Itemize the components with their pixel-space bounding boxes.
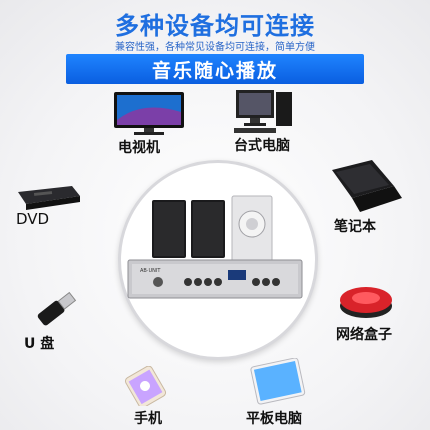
amp-brand-text: AB·UNIT — [140, 268, 161, 274]
dvd-player-icon — [18, 186, 80, 210]
phone-icon — [124, 366, 167, 406]
tv-label: 电视机 — [118, 140, 160, 156]
desktop-label: 台式电脑 — [234, 138, 290, 154]
usb-drive-icon — [37, 291, 77, 326]
laptop-label: 笔记本 — [334, 219, 376, 235]
tv-icon — [114, 92, 184, 135]
phone-label: 手机 — [134, 411, 162, 427]
network-box-icon — [340, 287, 392, 318]
laptop-icon — [332, 160, 402, 212]
page-subtitle: 兼容性强，各种常见设备均可连接，简单方便 — [115, 42, 315, 53]
netbox-label: 网络盒子 — [336, 327, 392, 343]
tablet-icon — [250, 358, 306, 405]
usb-label: U 盘 — [24, 336, 55, 352]
desktop-pc-icon — [234, 90, 292, 133]
page-title: 多种设备均可连接 — [115, 12, 315, 40]
banner: 音乐随心播放 — [66, 54, 364, 84]
dvd-label: DVD — [16, 210, 50, 228]
speakers-amplifier-image: AB·UNIT — [127, 195, 303, 299]
tablet-label: 平板电脑 — [246, 411, 302, 427]
